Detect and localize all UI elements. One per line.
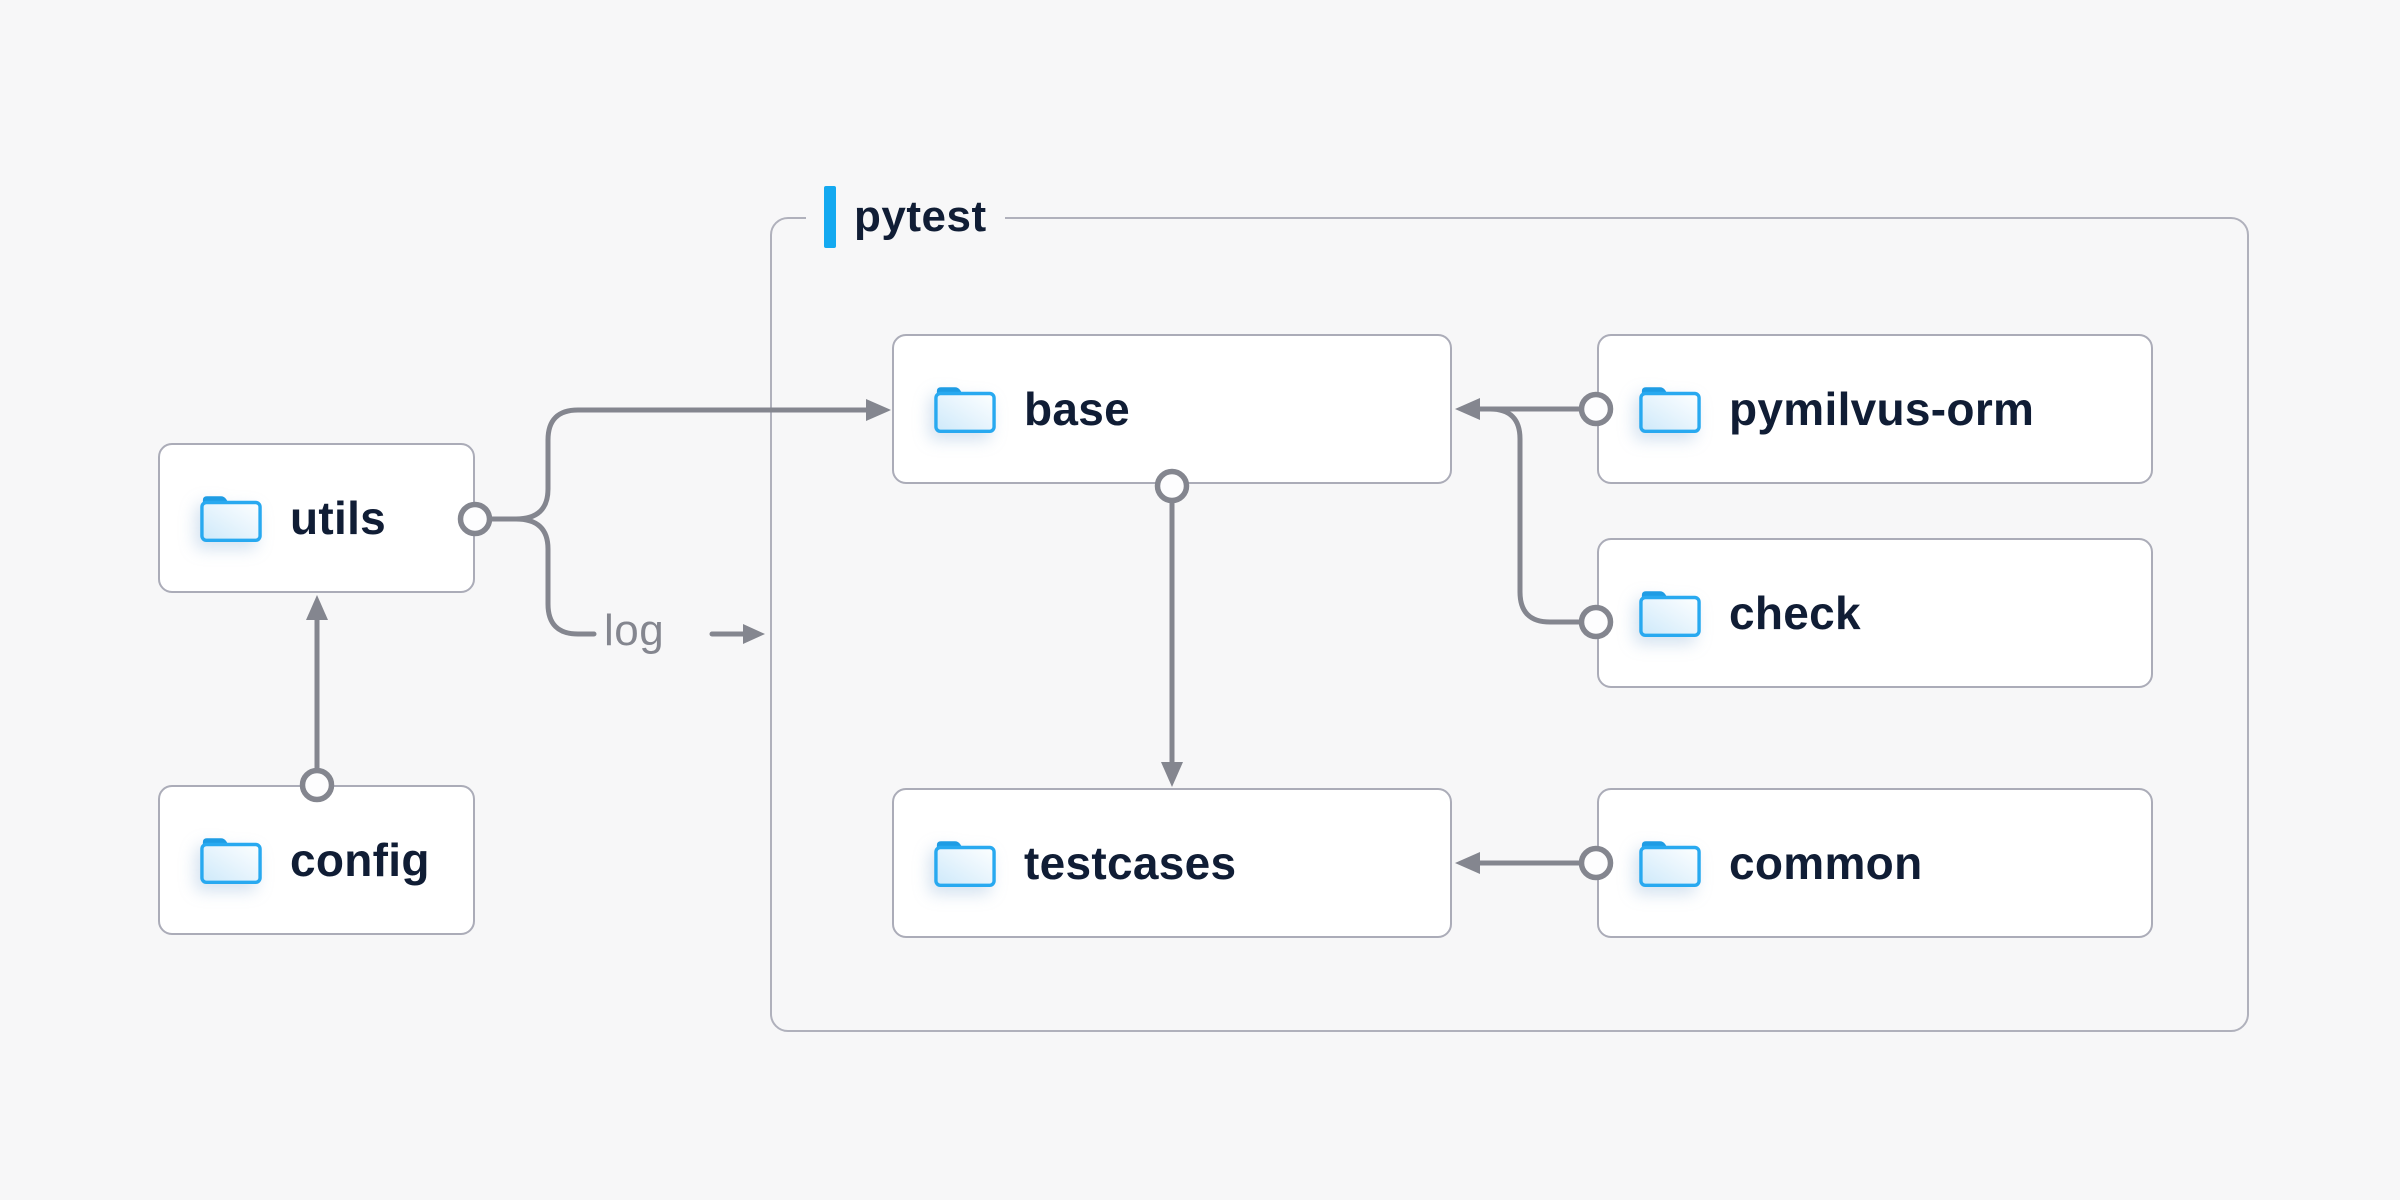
arrowhead-into-utils	[306, 595, 328, 620]
arrowhead-log	[743, 624, 765, 644]
node-base: base	[892, 334, 1452, 484]
edge-label-log: log	[604, 606, 665, 655]
accent-bar	[824, 186, 836, 248]
group-title: pytest	[854, 192, 987, 241]
node-label: config	[290, 834, 430, 886]
node-label: pymilvus-orm	[1729, 383, 2035, 435]
node-testcases: testcases	[892, 788, 1452, 938]
node-label: base	[1024, 383, 1131, 435]
node-check: check	[1597, 538, 2153, 688]
node-label: utils	[290, 492, 387, 544]
node-config: config	[158, 785, 475, 935]
pytest-group-label: pytest	[806, 183, 1005, 251]
folder-icon	[934, 841, 996, 887]
pytest-group-border	[770, 217, 2249, 1032]
node-common: common	[1597, 788, 2153, 938]
node-label: common	[1729, 837, 1923, 889]
edge-utils-log	[513, 516, 597, 637]
node-label: check	[1729, 587, 1861, 639]
folder-icon	[1639, 841, 1701, 887]
node-pymilvus-orm: pymilvus-orm	[1597, 334, 2153, 484]
node-utils: utils	[158, 443, 475, 593]
node-label: testcases	[1024, 837, 1237, 889]
folder-icon	[200, 496, 262, 542]
folder-icon	[200, 838, 262, 884]
folder-icon	[1639, 387, 1701, 433]
folder-icon	[934, 387, 996, 433]
folder-icon	[1639, 591, 1701, 637]
